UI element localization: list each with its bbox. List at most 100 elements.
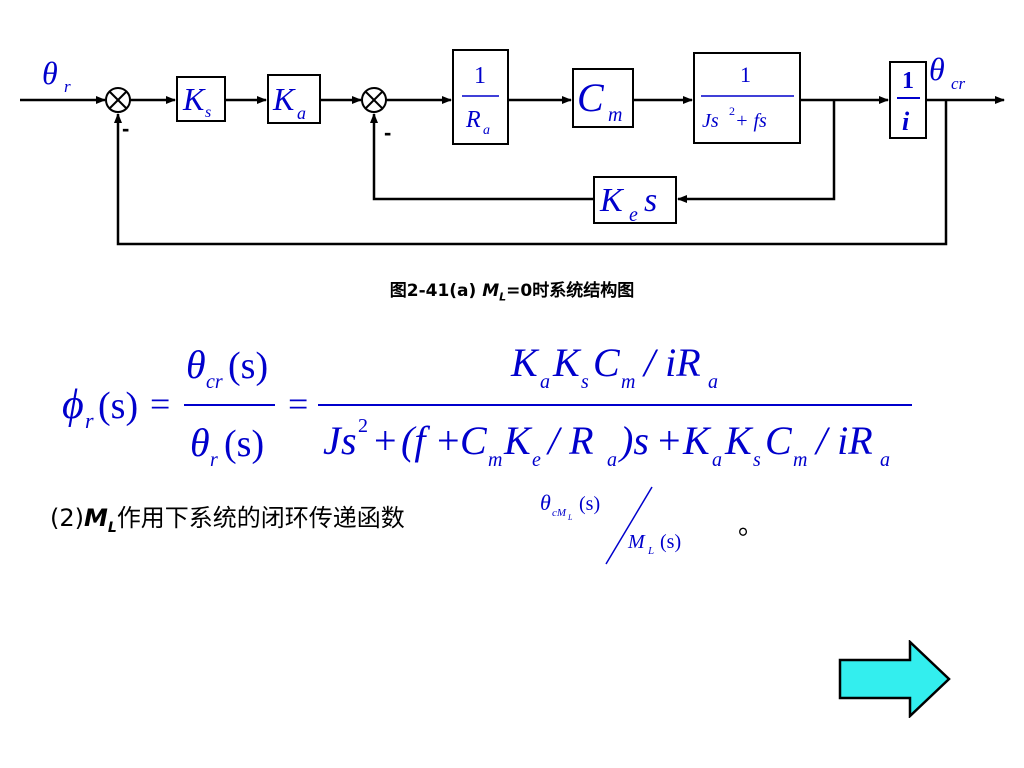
- f1-den-plus-2: +: [437, 418, 460, 463]
- input-theta-sub: r: [64, 77, 71, 96]
- ra-num: 1: [474, 63, 486, 89]
- inner-feedback-line: [677, 100, 836, 203]
- caption-prefix: 图2-41(a): [389, 281, 483, 301]
- f1-arg-top: (s): [228, 345, 268, 387]
- block-diagram: θ r - K s K a - 1 R a C m 1 Js 2 + fs 1: [20, 49, 1005, 246]
- f1-phi: ϕ: [62, 382, 84, 428]
- line2-var-sub: L: [107, 519, 117, 536]
- plant-block: [693, 52, 801, 144]
- input-theta-label: θ: [42, 55, 58, 91]
- caption-var-sub: L: [499, 290, 507, 304]
- frac2-M: M: [627, 531, 646, 553]
- f1-den-C: C: [460, 418, 488, 463]
- ka-main: K: [272, 81, 296, 117]
- f1-den-sub-a2: a: [712, 449, 722, 471]
- transfer-function-formula: ϕ r (s) = θ cr (s) θ r (s) = K a K s C m…: [62, 340, 912, 471]
- caption-var: M: [482, 281, 500, 301]
- f1-sub-cr: cr: [206, 371, 223, 393]
- ka-sub: a: [297, 103, 306, 123]
- f1-den-sub-s: s: [753, 449, 761, 471]
- f1-den-K1: K: [682, 418, 712, 463]
- f1-num-C: C: [593, 340, 621, 385]
- right-arrow-icon[interactable]: [838, 640, 953, 718]
- f1-sub-r: r: [210, 449, 218, 471]
- f1-den-Ke: K: [503, 418, 533, 463]
- ke-sub: e: [629, 204, 638, 226]
- f1-den-sub-m2: m: [793, 449, 807, 471]
- frac2-arg: (s): [579, 493, 600, 515]
- plant-den-sup: 2: [729, 104, 735, 118]
- ke-main: K: [599, 182, 625, 219]
- ks-block: [176, 76, 226, 122]
- ka-block: [267, 74, 321, 124]
- ke-tail: s: [644, 182, 657, 219]
- f1-den-sub-a: a: [607, 449, 617, 471]
- frac2-sub-L: L: [567, 513, 573, 522]
- cm-block: [572, 68, 634, 128]
- output-theta-sub: cr: [951, 74, 966, 93]
- outer-feedback-line: [114, 100, 948, 246]
- disturbance-transfer-fraction: θ cM L (s) M L (s): [540, 486, 681, 565]
- f1-den-sq: 2: [358, 415, 368, 437]
- f1-num-K2: K: [552, 340, 582, 385]
- cm-main: C: [577, 75, 605, 120]
- f1-den-J: J: [323, 418, 343, 463]
- f1-eq-1: =: [150, 384, 170, 424]
- gear-ratio-block: [889, 61, 927, 139]
- f1-den-slash-R: / R: [546, 418, 594, 463]
- f1-num-sub-s: s: [581, 371, 589, 393]
- ra-den-main: R: [465, 107, 481, 133]
- minus-sign-1: -: [122, 116, 129, 141]
- f1-phi-arg: (s): [98, 385, 138, 427]
- ra-block: [452, 49, 509, 145]
- f1-denominator: J s 2 + (f + C m K e / R a )s + K a K s …: [323, 415, 890, 471]
- frac2-M-sub: L: [647, 545, 654, 557]
- f1-numerator: K a K s C m / iR a: [510, 340, 718, 393]
- f1-num-slash-iR: / iR: [642, 340, 701, 385]
- f1-theta-r: θ: [190, 420, 210, 465]
- line2-var: M: [84, 504, 108, 532]
- line2-period: 。: [738, 511, 765, 541]
- f1-eq-2: =: [288, 384, 308, 424]
- f1-den-close-s: )s: [618, 418, 649, 463]
- caption-suffix: =0时系统结构图: [506, 281, 635, 301]
- f1-den-sub-a3: a: [880, 449, 890, 471]
- cm-sub: m: [608, 104, 622, 126]
- gear-den: i: [902, 107, 910, 136]
- f1-phi-sub: r: [85, 408, 94, 433]
- f1-den-plus-3: +: [658, 418, 681, 463]
- f1-den-paren-f: (f: [401, 418, 430, 463]
- f1-num-K1: K: [510, 340, 540, 385]
- f1-arg-bot: (s): [224, 423, 264, 465]
- plant-den-b: + fs: [735, 110, 767, 132]
- f1-den-K2: K: [724, 418, 754, 463]
- f1-num-sub-m: m: [621, 371, 635, 393]
- f1-den-s: s: [341, 418, 357, 463]
- f1-num-sub-a2: a: [708, 371, 718, 393]
- section-line-2: (2)ML作用下系统的闭环传递函数: [50, 498, 405, 538]
- ra-den-sub: a: [483, 123, 490, 138]
- frac2-M-arg: (s): [660, 531, 681, 553]
- f1-den-plus-1: +: [374, 418, 397, 463]
- plant-den-a: Js: [702, 110, 719, 132]
- minus-sign-2: -: [384, 120, 391, 145]
- frac2-theta: θ: [540, 490, 551, 515]
- figure-caption: 图2-41(a) ML=0时系统结构图: [0, 276, 1024, 303]
- output-theta-label: θ: [929, 51, 945, 87]
- ks-sub: s: [205, 104, 211, 121]
- summing-junction-1: [105, 87, 131, 113]
- line2-text: 作用下系统的闭环传递函数: [116, 504, 405, 532]
- f1-den-sub-e: e: [532, 449, 541, 471]
- inner-feedback-return-line: [370, 113, 594, 201]
- ks-main: K: [182, 81, 206, 117]
- summing-junction-2: [361, 87, 387, 113]
- plant-num: 1: [740, 62, 751, 87]
- gear-num: 1: [902, 68, 914, 94]
- f1-den-C2: C: [765, 418, 793, 463]
- ke-block: [593, 176, 677, 224]
- f1-num-sub-a: a: [540, 371, 550, 393]
- f1-den-slash-iR: / iR: [814, 418, 873, 463]
- line2-prefix: (2): [50, 504, 84, 532]
- f1-theta-cr: θ: [186, 342, 206, 387]
- frac2-sub-c: cM: [552, 507, 567, 519]
